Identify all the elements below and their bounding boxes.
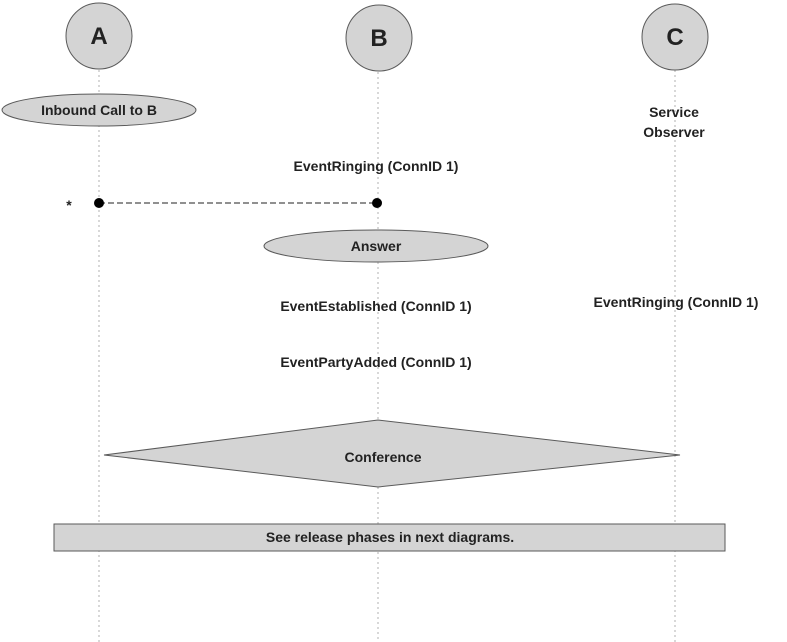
event-ringing-b: EventRinging (ConnID 1) <box>294 158 459 174</box>
release-note-bar: See release phases in next diagrams. <box>53 523 726 552</box>
connection-dot-b <box>372 198 382 208</box>
event-established-b: EventEstablished (ConnID 1) <box>280 298 471 314</box>
service-observer-line2: Observer <box>643 124 705 140</box>
connection-dot-a <box>94 198 104 208</box>
connection-a-b: * <box>66 197 382 213</box>
participant-a-circle <box>65 2 133 70</box>
inbound-call-ellipse <box>1 93 197 127</box>
inbound-call-state: Inbound Call to B <box>1 93 197 127</box>
participant-c-circle <box>641 3 709 71</box>
service-observer-line1: Service <box>649 104 699 120</box>
connection-marker: * <box>66 197 72 213</box>
participant-b-circle <box>345 4 413 72</box>
participant-b-label: B <box>370 25 387 52</box>
answer-ellipse <box>263 229 489 263</box>
conference-state: Conference <box>103 419 681 488</box>
answer-state: Answer <box>263 229 489 263</box>
release-note-text: See release phases in next diagrams. <box>266 529 514 545</box>
participant-c: C <box>641 3 709 71</box>
event-party-added-b: EventPartyAdded (ConnID 1) <box>280 354 471 370</box>
conference-diamond <box>103 419 681 488</box>
participant-b: B <box>345 4 413 72</box>
answer-label: Answer <box>351 238 402 254</box>
participant-c-label: C <box>666 24 683 51</box>
inbound-call-label: Inbound Call to B <box>41 102 157 118</box>
participant-a-label: A <box>90 23 107 50</box>
conference-label: Conference <box>344 449 421 465</box>
release-note-rect <box>53 523 726 552</box>
participant-a: A <box>65 2 133 70</box>
event-ringing-c: EventRinging (ConnID 1) <box>594 294 759 310</box>
